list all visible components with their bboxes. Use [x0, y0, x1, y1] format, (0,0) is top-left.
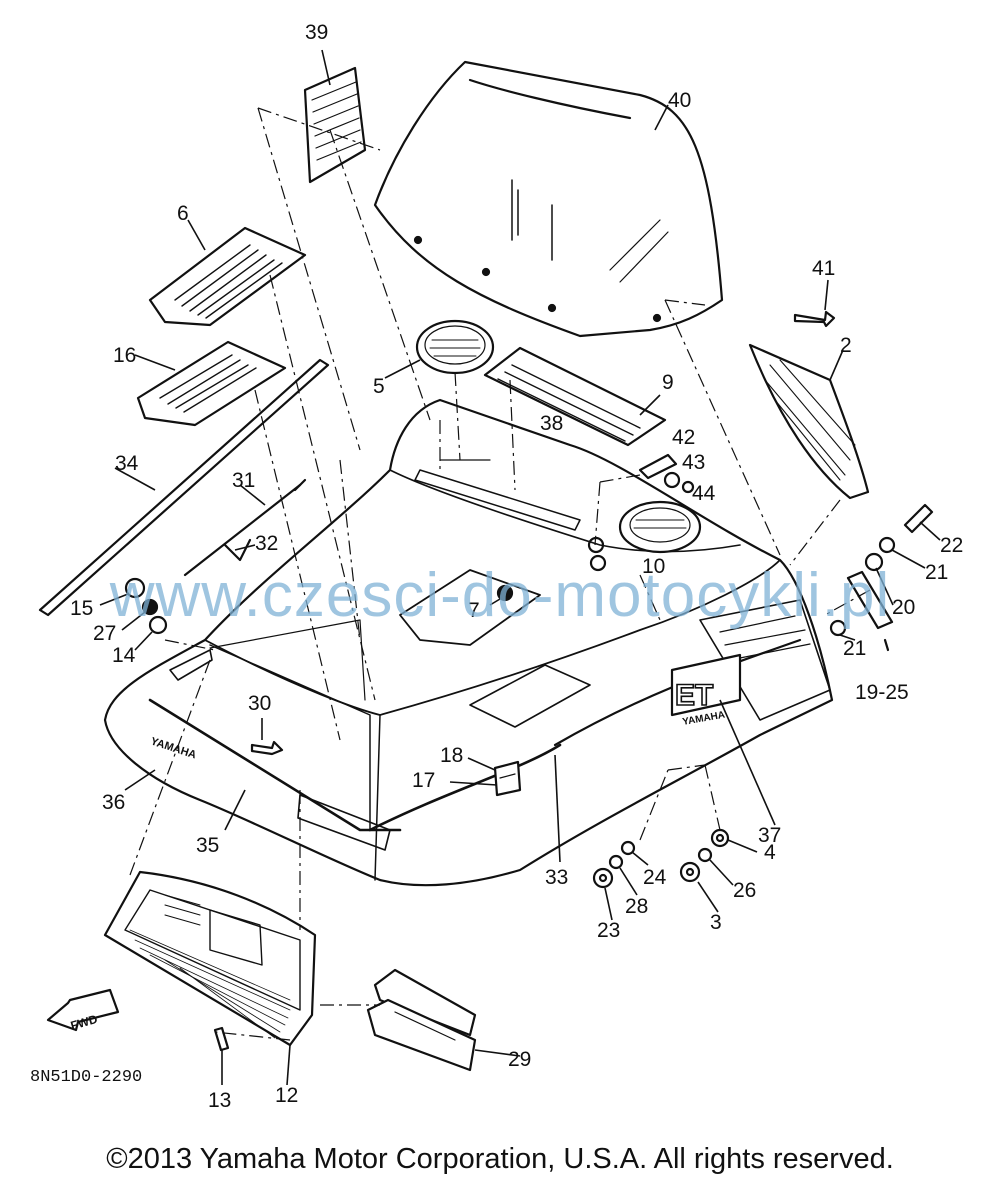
part-number-42: 42: [672, 426, 696, 449]
part-number-31: 31: [232, 469, 256, 492]
clip-parts-17-18: [493, 760, 522, 797]
drawing-code: 8N51D0-2290: [30, 1068, 143, 1087]
part-number-14: 14: [112, 644, 136, 667]
vent-cap-part-5: [415, 319, 495, 375]
part-number-34: 34: [115, 452, 139, 475]
part-number-4: 4: [764, 841, 776, 864]
part-number-13: 13: [208, 1089, 232, 1112]
part-number-10: 10: [642, 555, 666, 578]
part-number-32: 32: [255, 532, 279, 555]
copyright-notice: ©2013 Yamaha Motor Corporation, U.S.A. A…: [106, 1143, 894, 1175]
decal-part-39: [303, 66, 367, 184]
part-number-36: 36: [102, 791, 126, 814]
part-number-2: 2: [840, 334, 852, 357]
part-number-38: 38: [540, 412, 564, 435]
diagram-drawing: YAMAHA ET YAMAHA FWD: [38, 49, 941, 1086]
cable-part-31: [183, 478, 307, 577]
part-number-28: 28: [625, 895, 649, 918]
fastener-parts-19-25: [829, 503, 934, 652]
part-number-18: 18: [440, 744, 464, 767]
part-number-19-25: 19-25: [855, 681, 909, 704]
cowling-body-part-33: [103, 398, 834, 887]
part-number-5: 5: [373, 375, 385, 398]
part-number-16: 16: [113, 344, 137, 367]
part-number-41: 41: [812, 257, 836, 280]
part-7: [496, 584, 514, 602]
part-number-22: 22: [940, 534, 964, 557]
trim-strip-part-34: [38, 358, 330, 617]
part-number-30: 30: [248, 692, 272, 715]
fastener-parts-14-15-27: [124, 577, 168, 635]
bracket-part-29: [366, 968, 477, 1072]
number-leaders: [99, 49, 941, 1086]
bolt-part-41: [793, 310, 836, 328]
side-grille-part-2: [748, 343, 870, 500]
part-number-26: 26: [733, 879, 757, 902]
fwd-arrow-icon: [46, 988, 120, 1032]
leader-lines: [129, 107, 871, 1041]
part-number-33: 33: [545, 866, 569, 889]
grille-part-9: [483, 346, 667, 447]
part-number-39: 39: [305, 21, 329, 44]
emblem-letters: ET: [675, 679, 713, 712]
part-number-15: 15: [70, 597, 94, 620]
part-number-3: 3: [710, 911, 722, 934]
screw-part-30: [250, 740, 284, 756]
part-number-21-upper: 21: [925, 561, 949, 584]
part-number-24: 24: [643, 866, 667, 889]
part-number-35: 35: [196, 834, 220, 857]
part-number-17: 17: [412, 769, 436, 792]
windshield-part: [373, 60, 724, 338]
part-number-29: 29: [508, 1048, 532, 1071]
part-number-21-lower: 21: [843, 637, 867, 660]
grille-part-16: [136, 340, 287, 427]
fastener-parts-42-44: [638, 453, 695, 494]
part-number-12: 12: [275, 1084, 299, 1107]
console-part-12: [103, 870, 317, 1047]
part-number-44: 44: [692, 482, 716, 505]
part-number-9: 9: [662, 371, 674, 394]
part-number-6: 6: [177, 202, 189, 225]
part-number-43: 43: [682, 451, 706, 474]
part-number-23: 23: [597, 919, 621, 942]
part-number-20: 20: [892, 596, 916, 619]
part-number-40: 40: [668, 89, 692, 112]
part-number-7: 7: [468, 599, 480, 622]
emblem-part-37: [670, 653, 742, 717]
part-number-37: 37: [758, 824, 782, 847]
bolt-part-13: [213, 1026, 230, 1052]
grille-part-6: [148, 226, 307, 327]
part-number-27: 27: [93, 622, 117, 645]
